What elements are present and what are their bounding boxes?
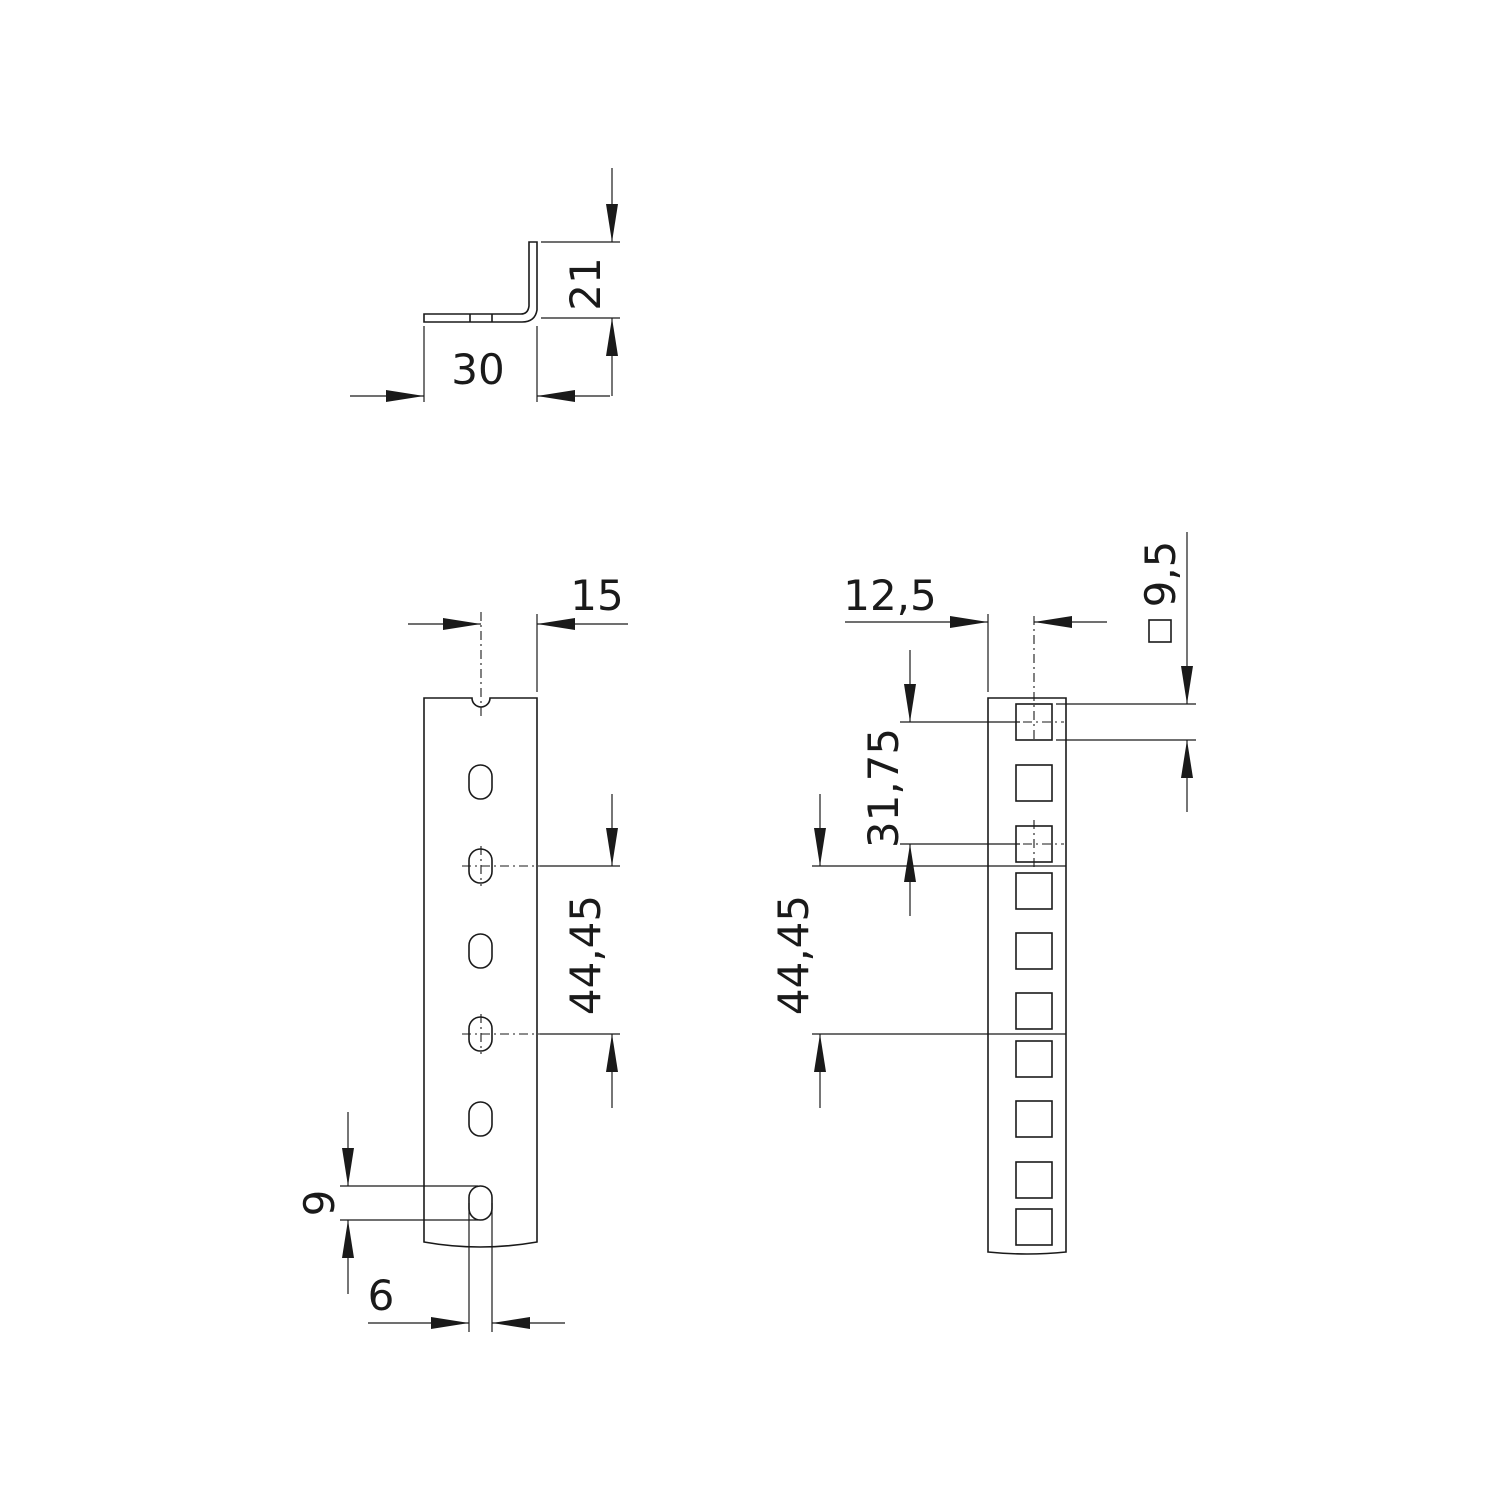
right-rail-half-pitch-label: 31,75 <box>859 728 908 848</box>
right-rail-pitch-label: 44,45 <box>769 895 818 1015</box>
arrowhead <box>492 1317 530 1329</box>
square-hole <box>1015 1208 1053 1246</box>
slot-width-label: 6 <box>368 1271 395 1320</box>
arrowhead <box>1034 616 1072 628</box>
arrowhead <box>537 618 575 630</box>
arrowhead <box>904 684 916 722</box>
arrowhead <box>814 828 826 866</box>
square-hole-size-label: 9,5 <box>1136 541 1185 608</box>
rail-slot <box>468 933 493 969</box>
arrowhead <box>537 390 575 402</box>
arrowhead <box>443 618 481 630</box>
arrowhead <box>386 390 424 402</box>
square-hole <box>1015 992 1053 1030</box>
arrowhead <box>342 1220 354 1258</box>
arrowhead <box>814 1034 826 1072</box>
left-rail-width-label: 15 <box>570 571 623 620</box>
left-rail-pitch-label: 44,45 <box>561 895 610 1015</box>
square-hole <box>1015 932 1053 970</box>
rail-slot <box>468 1101 493 1137</box>
profile-height-label: 21 <box>561 257 610 310</box>
right-rail-outline <box>987 697 1067 1255</box>
arrowhead <box>431 1317 469 1329</box>
right-rail-offset-label: 12,5 <box>843 571 937 620</box>
arrowhead <box>1181 666 1193 704</box>
slot-height-label: 9 <box>295 1190 344 1217</box>
arrowhead <box>606 204 618 242</box>
arrowhead <box>342 1148 354 1186</box>
right-rail-view: 12,5 9,5 31,75 44,45 <box>769 532 1196 1255</box>
square-hole <box>1015 764 1053 802</box>
arrowhead <box>606 318 618 356</box>
left-rail-view: 15 44,45 9 6 <box>295 571 628 1332</box>
arrowhead <box>950 616 988 628</box>
square-hole <box>1015 1040 1053 1078</box>
profile-width-label: 30 <box>451 345 504 394</box>
left-rail-outline <box>423 697 538 1248</box>
arrowhead <box>606 1034 618 1072</box>
l-profile-outline <box>423 241 538 323</box>
arrowhead <box>904 844 916 882</box>
square-hole <box>1015 1100 1053 1138</box>
rail-slot <box>468 1185 493 1221</box>
arrowhead <box>606 828 618 866</box>
l-profile-view: 30 21 <box>350 168 620 402</box>
square-hole <box>1015 872 1053 910</box>
rail-slot <box>468 764 493 800</box>
arrowhead <box>1181 740 1193 778</box>
square-symbol-icon <box>1148 619 1172 643</box>
square-hole <box>1015 1161 1053 1199</box>
